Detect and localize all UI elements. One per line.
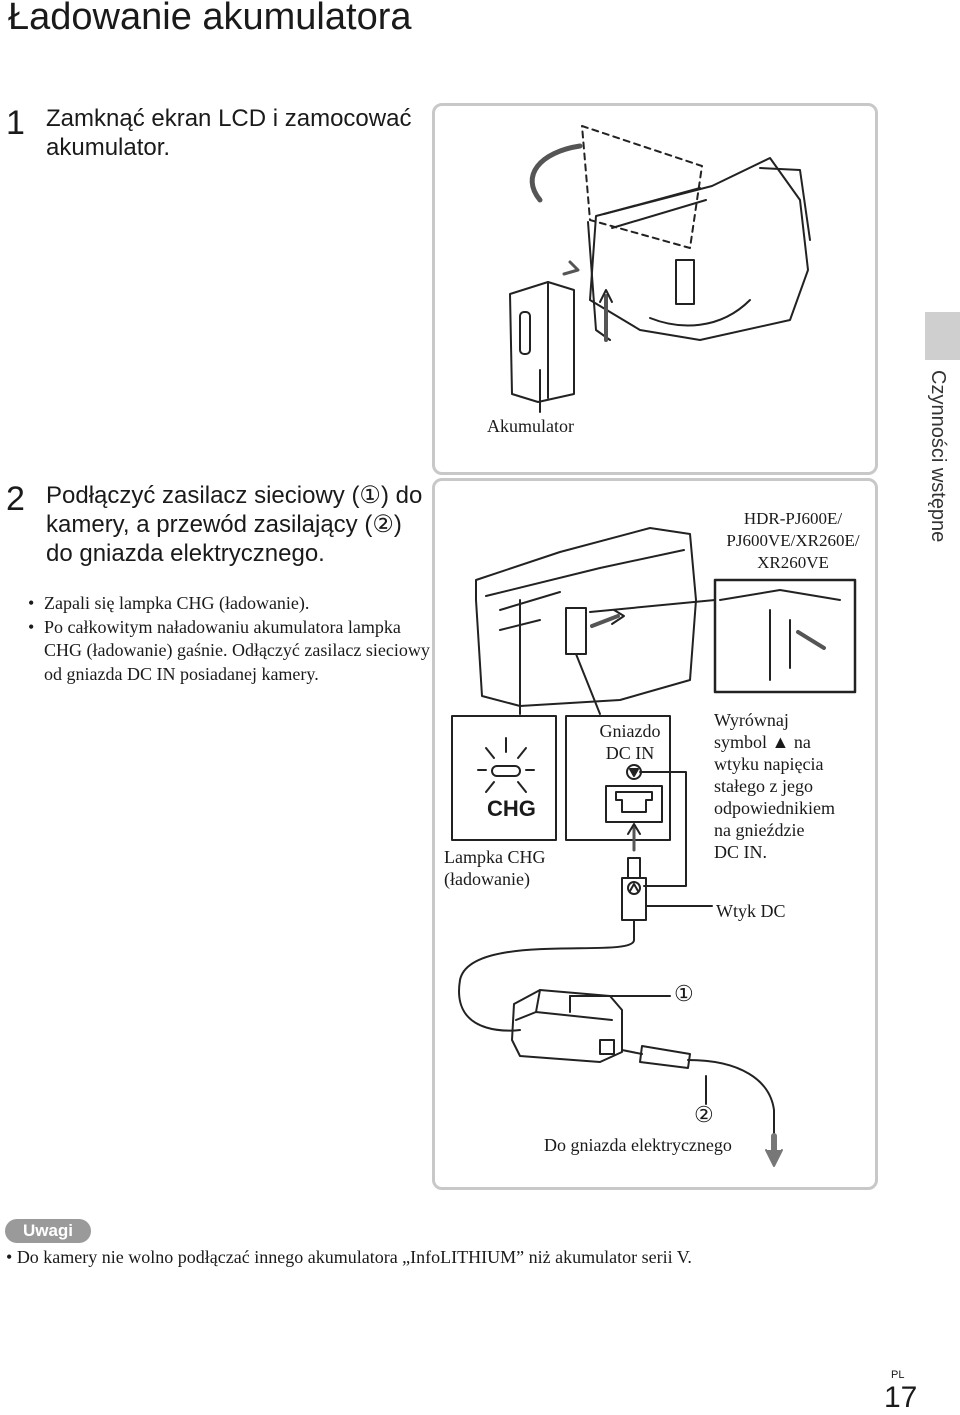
align-leader-line	[639, 771, 687, 887]
align-label: Wyrównaj symbol ▲ na wtyku napięcia stał…	[714, 709, 835, 863]
socket-label-line: Gniazdo	[599, 721, 661, 741]
model-line: XR260VE	[757, 553, 829, 572]
model-line: PJ600VE/XR260E/	[726, 531, 860, 550]
chg-text: CHG	[487, 796, 536, 821]
model-line: HDR-PJ600E/	[743, 509, 843, 528]
step-2-text: Podłączyć zasilacz sieciowy (①) do kamer…	[46, 481, 422, 568]
figure-battery-box	[432, 103, 878, 475]
dc-plug-illustration	[458, 823, 713, 1032]
marker-2: ②	[694, 1102, 714, 1127]
align-label-line: odpowiednikiem	[714, 798, 835, 818]
figure-charging-box	[432, 478, 878, 1190]
model-inset-frame	[713, 578, 857, 694]
notes-badge: Uwagi	[5, 1219, 91, 1243]
step-2-line: kamery, a przewód zasilający (②)	[46, 511, 402, 538]
align-label-line: wtyku napięcia	[714, 754, 824, 774]
step-1-line: Zamknąć ekran LCD i zamocować	[46, 105, 412, 132]
lamp-label-line: Lampka CHG	[444, 847, 546, 867]
camcorder-illustration	[529, 125, 811, 342]
lamp-label-line: (ładowanie)	[444, 869, 530, 889]
step-2-line: do gniazda elektrycznego.	[46, 540, 325, 567]
socket-label-line: DC IN	[605, 743, 655, 763]
bullet-item: Zapali się lampka CHG (ładowanie).	[28, 592, 438, 616]
note-item: • Do kamery nie wolno podłączać innego a…	[6, 1247, 692, 1268]
section-side-label: Czynności wstępne	[927, 370, 949, 543]
step-1-text: Zamknąć ekran LCD i zamocować akumulator…	[46, 104, 411, 162]
battery-label: Akumulator	[487, 416, 574, 436]
socket-label: Gniazdo DC IN	[590, 720, 670, 764]
bullet-item: Po całkowitym naładowaniu akumulatora la…	[28, 616, 438, 687]
outlet-label: Do gniazda elektrycznego	[544, 1135, 732, 1155]
lamp-label: Lampka CHG (ładowanie)	[444, 846, 545, 890]
model-label: HDR-PJ600E/ PJ600VE/XR260E/ XR260VE	[718, 508, 868, 574]
align-label-line: Wyrównaj	[714, 710, 789, 730]
ac-adapter-illustration	[511, 989, 783, 1167]
note-text: Do kamery nie wolno podłączać innego aku…	[16, 1247, 692, 1267]
page-title: Ładowanie akumulatora	[8, 0, 412, 38]
step-1-number: 1	[6, 104, 25, 142]
language-code: PL	[891, 1369, 905, 1381]
align-label-line: stałego z jego	[714, 776, 813, 796]
chg-lamp-box	[451, 715, 557, 841]
marker-1: ①	[674, 981, 694, 1006]
camcorder-connection-illustration	[475, 527, 697, 715]
dc-in-socket-box	[565, 715, 671, 841]
step-1-line: akumulator.	[46, 134, 171, 161]
battery-illustration	[509, 281, 575, 413]
page-number: 17	[884, 1381, 918, 1414]
plug-label: Wtyk DC	[716, 901, 786, 921]
step-2-bullets: Zapali się lampka CHG (ładowanie). Po ca…	[28, 592, 438, 686]
model-inset-detail	[719, 589, 841, 681]
step-2-number: 2	[6, 480, 25, 518]
step-2-line: Podłączyć zasilacz sieciowy (①) do	[46, 482, 423, 509]
align-label-line: DC IN.	[714, 842, 767, 862]
section-tab-marker	[925, 312, 960, 360]
align-label-line: symbol ▲ na	[714, 732, 811, 752]
note-bullet-icon: •	[6, 1247, 17, 1267]
align-label-line: na gnieździe	[714, 820, 805, 840]
